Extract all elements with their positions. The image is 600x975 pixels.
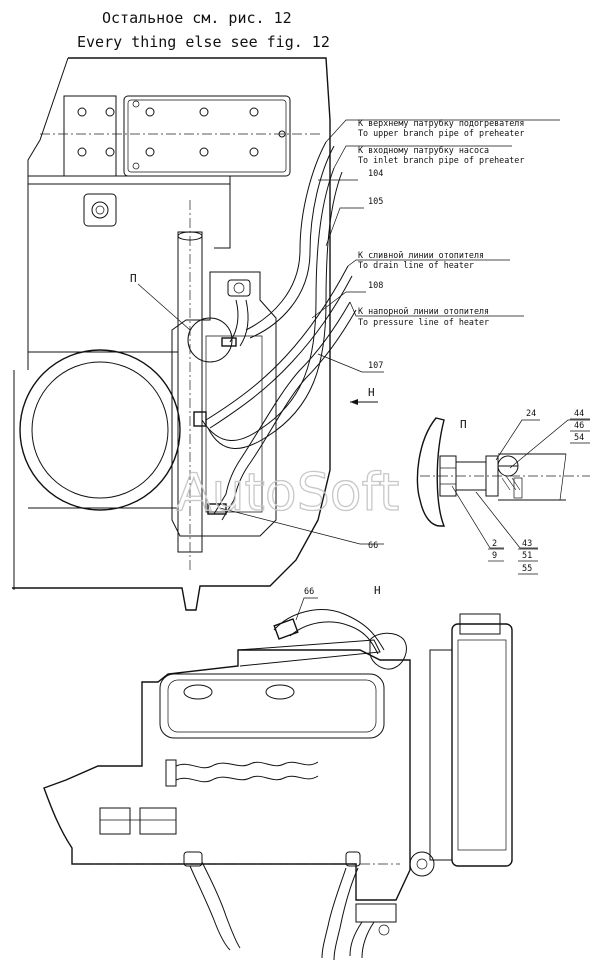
side-unit-right <box>139 807 177 835</box>
callout-pump-inlet-ru: К входному патрубку насоса <box>358 145 489 155</box>
side-unit-left <box>99 807 131 835</box>
detail-circle-p <box>187 317 233 363</box>
hose-104-outer <box>245 141 327 331</box>
part-number-2: 2 <box>492 539 497 549</box>
flywheel-housing-inner <box>31 361 169 499</box>
callout-pressure-en: To pressure line of heater <box>358 317 489 327</box>
filler-cap-housing <box>83 193 117 227</box>
lower-hose-left <box>189 865 231 951</box>
view-arrow <box>350 399 378 405</box>
stack-44-46-54: 44 46 54 <box>570 409 590 444</box>
engine-block-left-edge <box>27 57 69 370</box>
part-number-44: 44 <box>574 409 584 419</box>
part-number-54: 54 <box>574 433 584 443</box>
hose-105-inner <box>207 171 343 449</box>
part-number-46: 46 <box>574 421 584 431</box>
callout-upper-preheater-ru: К верхнему патрубку подогревателя <box>358 118 524 128</box>
cover-bolts <box>77 100 286 170</box>
valve-cover-oval-right <box>265 684 295 700</box>
lower-fitting-right <box>345 851 361 867</box>
hoses-top-view <box>187 141 357 521</box>
part-number-104: 104 <box>368 169 383 179</box>
part-number-108: 108 <box>368 281 383 291</box>
lower-hose-right <box>321 867 347 959</box>
crankcase-outline <box>43 649 411 901</box>
filler-cap <box>91 201 109 219</box>
engine-block-outline <box>12 57 331 611</box>
part-number-51: 51 <box>522 551 532 561</box>
detail-hose <box>498 453 566 501</box>
title-english: Every thing else see fig. 12 <box>77 33 330 51</box>
stack-43-51-55: 43 51 55 <box>518 539 538 575</box>
clamp-middle <box>193 411 207 427</box>
clamp-upper <box>221 337 237 347</box>
callout-pressure-ru: К напорной линии отопителя <box>358 306 489 316</box>
part-number-24: 24 <box>526 409 536 419</box>
callout-leaders <box>137 119 560 545</box>
watermark-logo: AutoSoft <box>176 463 399 523</box>
detail-view-p: П <box>416 417 590 549</box>
view-marker-p: П <box>130 272 137 285</box>
hose-104-inner <box>249 145 335 339</box>
drain-tap <box>355 903 397 923</box>
clamp-66-bottom <box>273 618 299 640</box>
flywheel-housing-outer <box>19 349 181 511</box>
clamp-lower <box>207 503 227 515</box>
view-marker-n-arrow: Н <box>368 386 375 399</box>
valve-cover-right <box>123 95 291 177</box>
pump-bracket <box>171 271 277 537</box>
hose-108-outer <box>205 265 349 421</box>
top-hose-upper <box>273 609 385 651</box>
part-number-105: 105 <box>368 197 383 207</box>
view-n-title: Н <box>374 584 381 597</box>
upper-fitting <box>227 279 251 297</box>
stack-2-9: 2 9 <box>488 539 504 562</box>
elbow-fitting <box>369 632 407 670</box>
callout-drain-ru: К сливной линии отопителя <box>358 250 484 260</box>
callout-drain-en: To drain line of heater <box>358 260 474 270</box>
radiator-fan <box>451 623 513 867</box>
fan-shroud <box>429 649 453 861</box>
pulley <box>409 851 435 877</box>
engine-side-view <box>43 609 513 961</box>
valve-cover-oval-left <box>183 684 213 700</box>
part-number-107: 107 <box>368 361 383 371</box>
part-number-66-top: 66 <box>368 541 378 551</box>
part-number-66-bottom: 66 <box>304 587 314 597</box>
title-russian: Остальное см. рис. 12 <box>102 9 292 27</box>
intake-manifold <box>175 761 319 769</box>
callout-pump-inlet-en: To inlet branch pipe of preheater <box>358 155 524 165</box>
callout-upper-preheater-en: To upper branch pipe of preheater <box>358 128 524 138</box>
hose-107-outer <box>225 301 351 495</box>
detail-flange <box>416 417 446 527</box>
engine-top-view <box>12 57 331 611</box>
detail-p-title: П <box>460 418 467 431</box>
valve-cover-left <box>63 95 117 177</box>
part-number-43: 43 <box>522 539 532 549</box>
part-number-55: 55 <box>522 564 532 574</box>
top-pipe <box>237 639 381 667</box>
side-valve-cover <box>159 673 385 739</box>
part-number-9: 9 <box>492 551 497 561</box>
hose-105-outer <box>201 167 335 441</box>
lower-fitting-left <box>183 851 203 867</box>
